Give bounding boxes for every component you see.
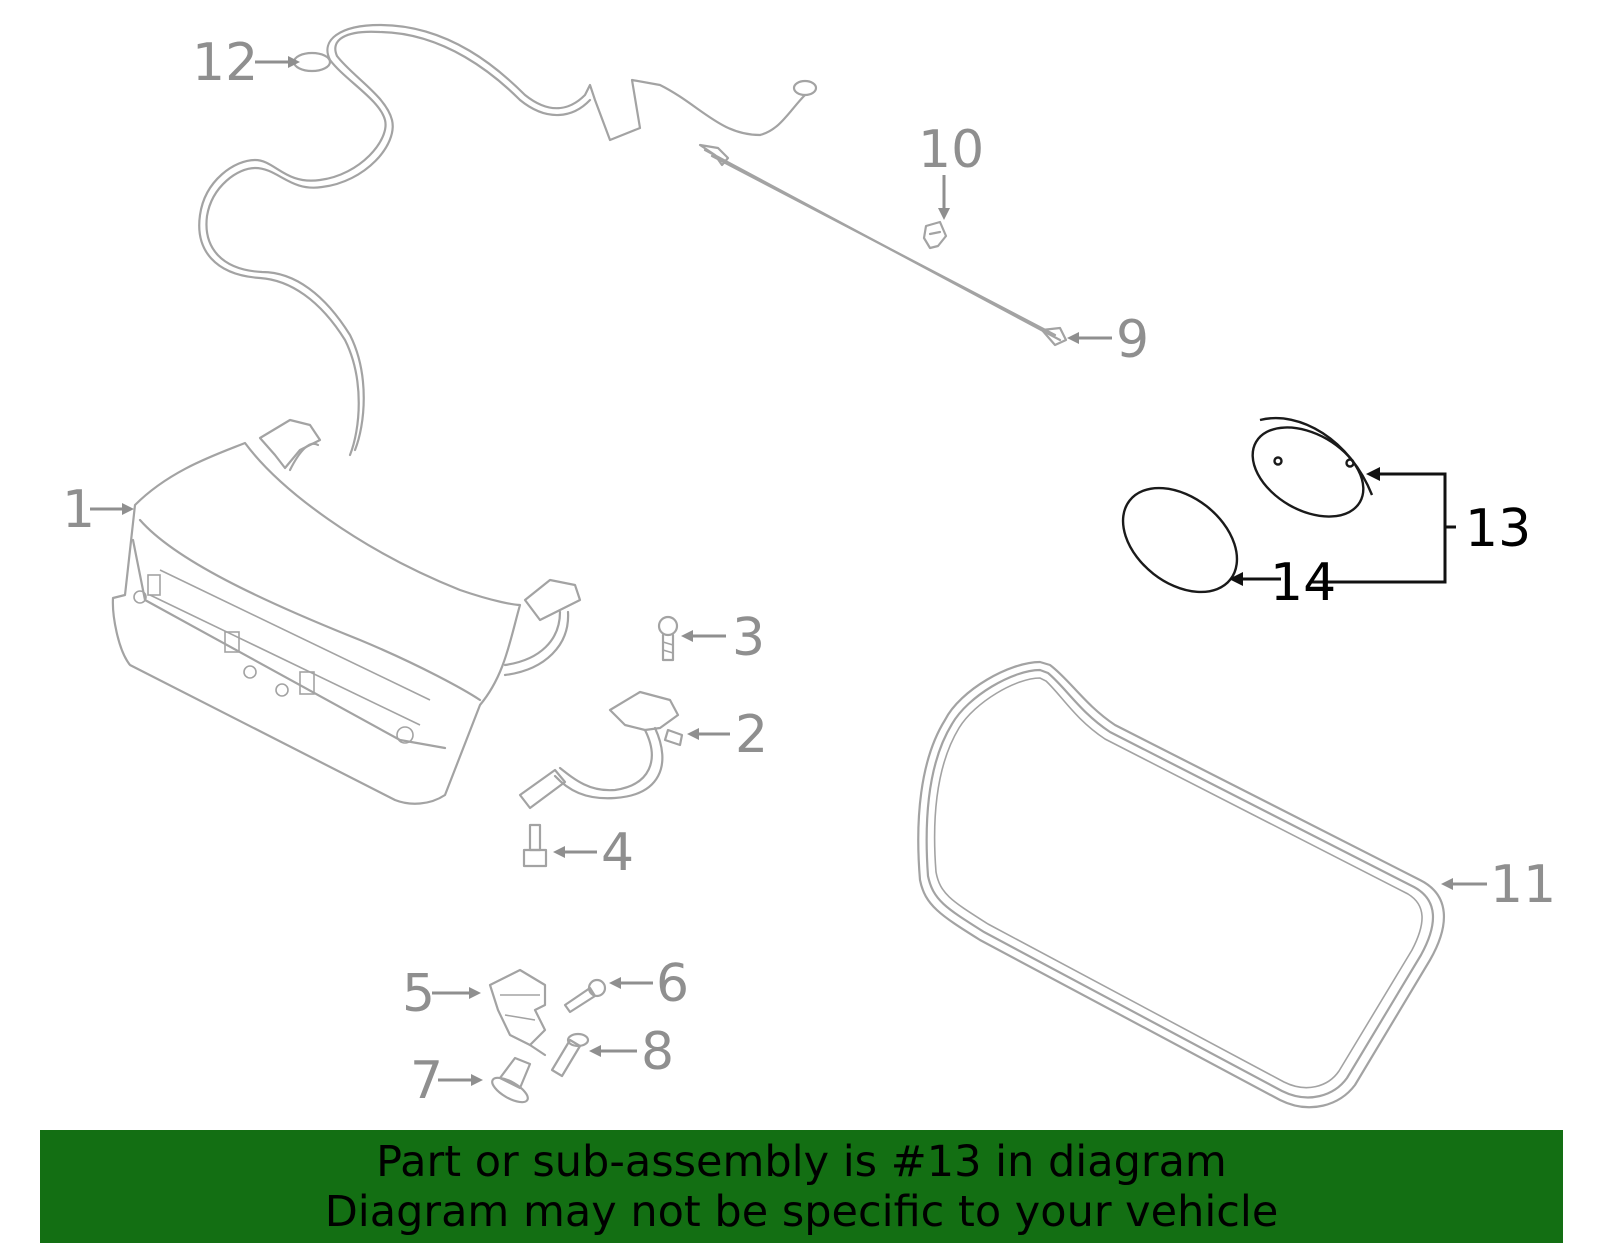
part-1-trunk-lid <box>111 441 522 805</box>
part-11-weatherstrip <box>917 660 1446 1109</box>
callout-4: 4 <box>601 823 634 883</box>
callout-3: 3 <box>732 608 765 668</box>
callout-6: 6 <box>656 954 689 1014</box>
part-13-emblem <box>1251 416 1374 518</box>
part-9-support-rod <box>698 143 1068 347</box>
callout-12: 12 <box>192 33 258 93</box>
callout-2: 2 <box>735 705 768 765</box>
callout-5: 5 <box>402 964 435 1024</box>
callout-1: 1 <box>62 480 95 540</box>
callout-13: 13 <box>1465 499 1531 559</box>
leader-13-bracket <box>1229 467 1456 586</box>
part-8-bolt <box>550 1032 590 1078</box>
callout-10: 10 <box>918 120 984 180</box>
callout-11: 11 <box>1490 855 1556 915</box>
callout-9: 9 <box>1116 310 1149 370</box>
info-banner: Part or sub-assembly is #13 in diagram D… <box>40 1130 1563 1243</box>
part-10-clip <box>922 220 948 250</box>
part-14-gasket <box>1121 486 1239 594</box>
part-6-bolt <box>563 978 607 1014</box>
callout-14: 14 <box>1270 553 1336 613</box>
part-12-wiring-harness <box>198 23 818 457</box>
part-4-bolt <box>522 823 548 868</box>
callout-8: 8 <box>641 1022 674 1082</box>
leader-lines <box>90 56 1487 1086</box>
banner-line-part-number: Part or sub-assembly is #13 in diagram <box>376 1136 1227 1187</box>
lid-hinge-right <box>503 578 582 677</box>
part-2-hinge <box>518 690 684 810</box>
callout-7: 7 <box>410 1051 443 1111</box>
lid-hinge-left <box>258 418 322 472</box>
banner-line-disclaimer: Diagram may not be specific to your vehi… <box>324 1186 1279 1237</box>
part-5-latch <box>488 968 547 1057</box>
part-3-bolt <box>657 615 679 662</box>
part-7-bumper <box>491 1056 532 1104</box>
